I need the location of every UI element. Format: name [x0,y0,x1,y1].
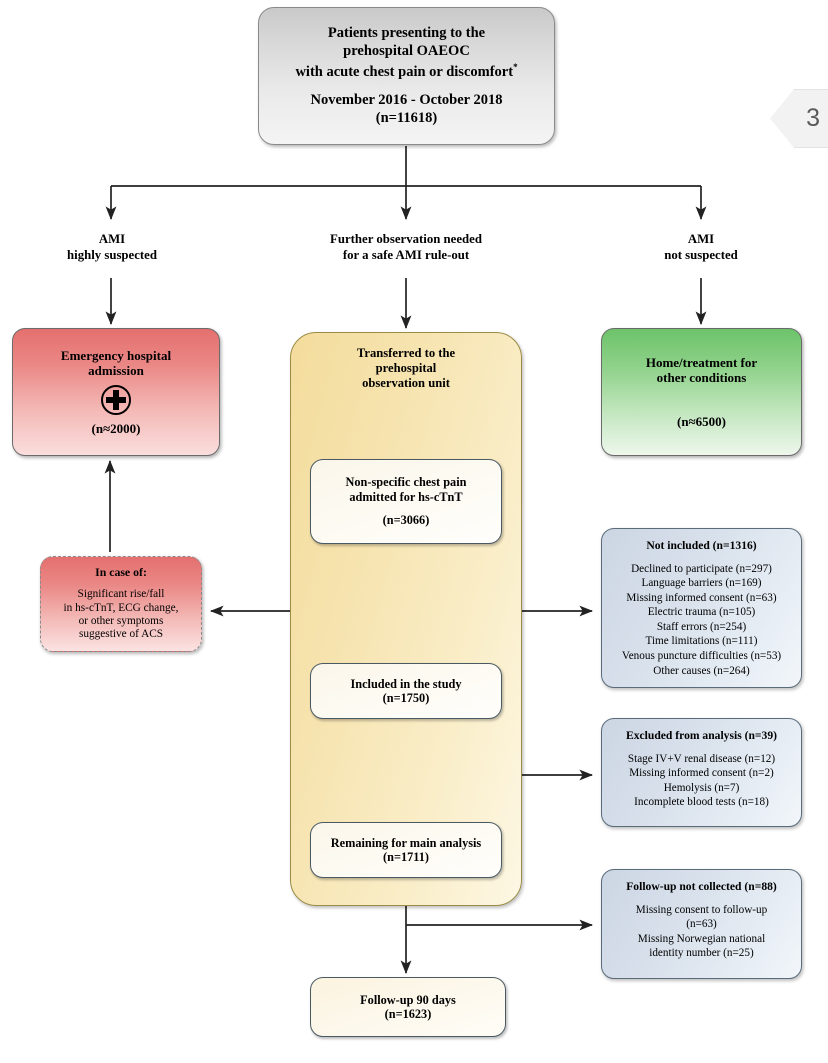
top-line-1: Patients presenting to the [327,25,486,42]
node-emergency-hospital-admission[interactable]: Emergency hospital admission (n≈2000) [12,328,220,456]
node-excluded-from-analysis[interactable]: Excluded from analysis (n=39) Stage IV+V… [601,718,802,827]
node-not-included[interactable]: Not included (n=1316) Declined to partic… [601,528,802,688]
branch-label-middle: Further observation needed for a safe AM… [300,232,512,264]
observation-line-1: Transferred to the [356,346,456,360]
observation-line-2: prehospital [375,361,437,376]
list-item: Staff errors (n=254) [656,620,747,633]
node-home-treatment[interactable]: Home/treatment for other conditions (n≈6… [601,328,802,456]
list-item: Hemolysis (n=7) [663,781,740,794]
inner1-line-2: admitted for hs-cTnT [349,489,463,504]
followup-count: (n=1623) [384,1007,432,1021]
branch-label-right: AMI not suspected [613,232,789,264]
observation-line-3: observation unit [362,376,450,391]
list-item: Declined to participate (n=297) [631,562,772,575]
observation-header: Transferred to the prehospital observati… [357,346,455,391]
inner2-count: (n=1750) [382,691,430,705]
home-line-2: other conditions [656,370,747,386]
home-count: (n≈6500) [676,413,727,429]
in-case-line-1: Significant rise/fall [77,588,165,601]
branch-label-left: AMI highly suspected [26,232,198,264]
branch-left-line1: AMI [98,232,126,246]
node-followup-not-collected[interactable]: Follow-up not collected (n=88) Missing c… [601,869,802,979]
not-included-title: Not included (n=1316) [646,539,757,552]
in-case-line-4: suggestive of ACS [78,628,164,641]
in-case-title: In case of: [95,565,147,580]
asterisk-marker: * [513,61,518,72]
node-remaining-for-main-analysis[interactable]: Remaining for main analysis (n=1711) [310,822,502,878]
emergency-line-2: admission [88,362,144,378]
node-prehospital-observation-unit[interactable]: Transferred to the prehospital observati… [290,332,522,906]
list-item: Stage IV+V renal disease (n=12) [627,752,776,765]
excluded-title: Excluded from analysis (n=39) [625,729,777,742]
list-item: Missing informed consent (n=63) [626,591,777,604]
followup-not-collected-list: Missing consent to follow-up (n=63) Miss… [636,903,767,961]
branch-right-line2: not suspected [664,247,738,262]
list-item: Other causes (n=264) [653,664,750,677]
page-number-label: 3 [806,104,820,132]
inner2-line-1: Included in the study [350,676,462,691]
node-in-case-of[interactable]: In case of: Significant rise/fall in hs-… [40,556,202,652]
top-line-2: prehospital OAEOC [343,43,470,60]
branch-middle-line2: for a safe AMI rule-out [342,247,470,262]
list-item: Missing informed consent (n=2) [629,767,774,780]
top-period: November 2016 - October 2018 [310,92,503,109]
list-item: Electric trauma (n=105) [647,606,756,619]
list-item: Missing Norwegian national [637,932,766,945]
list-item: Time limitations (n=111) [645,635,758,648]
emergency-line-1: Emergency hospital [60,347,172,363]
top-count: (n=11618) [375,109,438,126]
inner3-line-1: Remaining for main analysis [330,835,482,850]
branch-middle-line1: Further observation needed [330,232,482,246]
in-case-line-3: or other symptoms [78,614,164,627]
followup-line-1: Follow-up 90 days [360,992,456,1007]
home-line-1: Home/treatment for [645,355,758,370]
excluded-list: Stage IV+V renal disease (n=12) Missing … [628,752,775,810]
inner3-count: (n=1711) [383,850,429,864]
circled-plus-icon [101,385,131,416]
branch-right-line1: AMI [687,232,715,246]
inner1-line-1: Non-specific chest pain [345,475,467,490]
list-item: Venous puncture difficulties (n=53) [621,650,782,663]
node-non-specific-chest-pain[interactable]: Non-specific chest pain admitted for hs-… [310,459,502,544]
followup-not-collected-title: Follow-up not collected (n=88) [626,880,777,893]
branch-left-line2: highly suspected [67,247,157,262]
inner1-count: (n=3066) [382,513,430,528]
list-item: Missing consent to follow-up [635,903,768,916]
list-item: (n=63) [686,918,717,931]
node-followup-90-days[interactable]: Follow-up 90 days (n=1623) [310,977,506,1037]
node-included-in-study[interactable]: Included in the study (n=1750) [310,663,502,719]
node-patients-presenting[interactable]: Patients presenting to the prehospital O… [258,7,555,145]
in-case-line-2: in hs-cTnT, ECG change, [63,601,179,614]
top-line-3: with acute chest pain or discomfort* [295,61,518,80]
list-item: Incomplete blood tests (n=18) [634,796,769,809]
not-included-list: Declined to participate (n=297) Language… [622,562,781,679]
list-item: identity number (n=25) [649,947,754,960]
list-item: Language barriers (n=169) [641,577,762,590]
emergency-count: (n≈2000) [91,421,141,437]
